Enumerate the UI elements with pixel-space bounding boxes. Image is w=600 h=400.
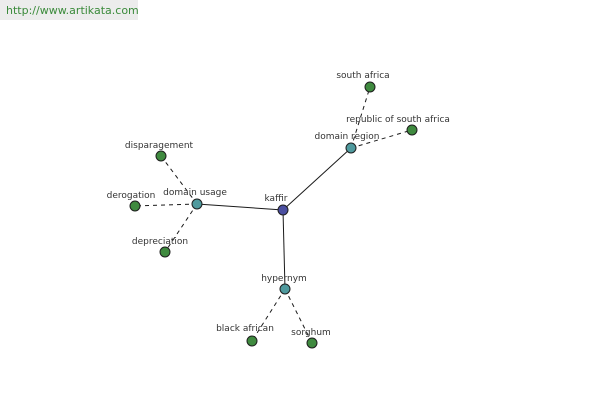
node-hypernym[interactable]: hypernym	[261, 274, 307, 295]
site-url-link[interactable]: http://www.artikata.com	[6, 4, 139, 17]
node-disparagement-dot[interactable]	[155, 150, 167, 162]
node-derogation-dot[interactable]	[129, 200, 141, 212]
node-domain-region-dot[interactable]	[345, 142, 357, 154]
node-disparagement[interactable]: disparagement	[125, 141, 194, 162]
node-domain-usage[interactable]: domain usage	[163, 188, 227, 210]
node-hypernym-label: hypernym	[261, 274, 307, 284]
node-disparagement-label: disparagement	[125, 141, 194, 151]
node-south-africa-dot[interactable]	[364, 81, 376, 93]
node-sorghum-dot[interactable]	[306, 337, 318, 349]
node-kaffir[interactable]: kaffir	[265, 194, 289, 216]
edge-domain-usage-disparagement	[160, 155, 198, 205]
node-sorghum[interactable]: sorghum	[291, 328, 331, 349]
node-republic-of-south-africa-label: republic of south africa	[346, 115, 450, 125]
edge-kaffir-domain-usage	[196, 203, 284, 211]
node-south-africa-label: south africa	[336, 71, 389, 81]
edge-domain-usage-derogation	[134, 203, 198, 207]
edge-kaffir-domain-region	[282, 147, 352, 211]
edge-kaffir-hypernym	[282, 209, 286, 290]
edge-domain-region-south-africa	[350, 86, 371, 149]
node-kaffir-label: kaffir	[265, 194, 288, 204]
node-domain-usage-dot[interactable]	[191, 198, 203, 210]
url-banner: http://www.artikata.com	[0, 0, 139, 20]
node-south-africa[interactable]: south africa	[336, 71, 390, 93]
node-depreciation[interactable]: depreciation	[132, 237, 188, 258]
node-kaffir-dot[interactable]	[277, 204, 289, 216]
node-black-african-label: black african	[216, 324, 274, 334]
node-domain-region[interactable]: domain region	[314, 132, 380, 154]
edge-hypernym-black-african	[251, 288, 286, 342]
node-domain-region-label: domain region	[314, 132, 379, 142]
node-republic-of-south-africa[interactable]: republic of south africa	[346, 115, 450, 136]
node-hypernym-dot[interactable]	[279, 283, 291, 295]
edge-hypernym-sorghum	[284, 288, 313, 344]
node-depreciation-dot[interactable]	[159, 246, 171, 258]
node-sorghum-label: sorghum	[291, 328, 331, 338]
node-black-african[interactable]: black african	[216, 324, 274, 347]
edge-domain-usage-depreciation	[164, 203, 198, 253]
node-domain-usage-label: domain usage	[163, 188, 227, 198]
node-depreciation-label: depreciation	[132, 237, 188, 247]
nodes-layer: kaffir domain region domain usage hypern…	[107, 71, 450, 349]
node-derogation-label: derogation	[107, 191, 156, 201]
node-republic-of-south-africa-dot[interactable]	[406, 124, 418, 136]
node-derogation[interactable]: derogation	[107, 191, 156, 212]
edges-layer	[134, 86, 413, 344]
node-black-african-dot[interactable]	[246, 335, 258, 347]
edge-domain-region-republic	[350, 129, 413, 149]
